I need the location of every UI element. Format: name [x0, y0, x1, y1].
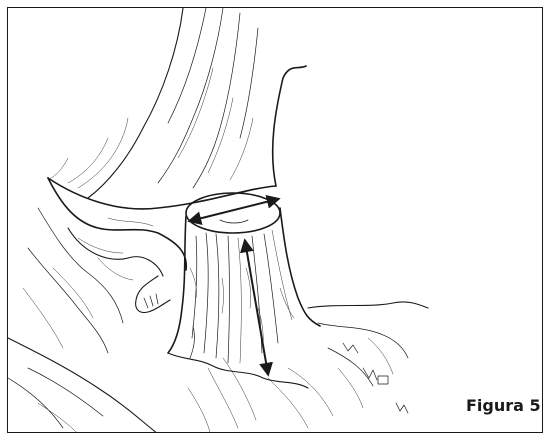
- figure-frame: Figura 5.: [7, 7, 543, 433]
- figure-caption: Figura 5.: [466, 396, 543, 415]
- diameter-arrow: [190, 199, 278, 221]
- measurement-arrows: [190, 199, 278, 374]
- height-arrow: [245, 241, 268, 374]
- background-trunk: [48, 8, 306, 209]
- tree-stump-illustration: [8, 8, 543, 433]
- stump: [168, 193, 320, 388]
